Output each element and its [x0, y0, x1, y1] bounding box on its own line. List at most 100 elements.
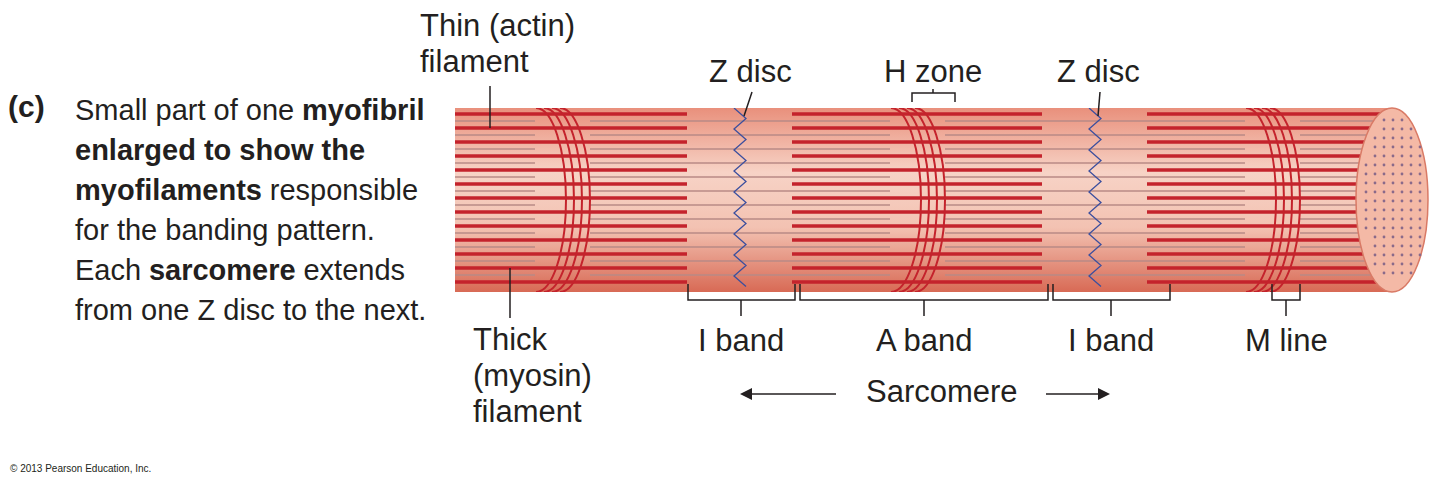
band-label: M line	[1245, 323, 1328, 359]
leader-line	[744, 92, 752, 116]
filament-end-dot	[1401, 191, 1404, 194]
thin-filament	[945, 274, 1245, 276]
filament-end-dot	[1383, 263, 1386, 266]
filament-end-dot	[1410, 164, 1413, 167]
filament-end-dot	[1401, 218, 1404, 221]
filament-end-dot	[1383, 137, 1386, 140]
filament-end-dot	[1383, 236, 1386, 239]
m-line-arc	[899, 108, 929, 292]
filament-end-dot	[1419, 236, 1422, 239]
m-line-arc	[560, 108, 590, 292]
filament-end-dot	[1365, 200, 1368, 203]
filament-end-dot	[1392, 137, 1395, 140]
thin-filament	[590, 246, 890, 248]
filament-end-dot	[1383, 272, 1386, 275]
thin-filament	[945, 148, 1245, 150]
filament-end-dot	[1392, 209, 1395, 212]
filament-end-dot	[1401, 128, 1404, 131]
panel-letter: (c)	[8, 90, 45, 125]
thick-filament	[792, 196, 1042, 200]
thin-filament	[945, 246, 1245, 248]
bracket	[912, 89, 955, 102]
m-line-arc	[1246, 108, 1276, 292]
filament-end-dot	[1383, 209, 1386, 212]
filament-end-dot	[1365, 182, 1368, 185]
filament-end-dot	[1392, 173, 1395, 176]
band-label: I band	[1068, 323, 1154, 359]
filament-end-dot	[1419, 245, 1422, 248]
filament-end-dot	[1401, 155, 1404, 158]
thick-filament	[1147, 280, 1397, 284]
thick-filament	[1147, 266, 1397, 270]
filament-end-dot	[1392, 200, 1395, 203]
filament-end-dot	[1374, 209, 1377, 212]
filament-end-dot	[1374, 191, 1377, 194]
z-disc-zigzag	[1089, 108, 1101, 287]
sarcomere-label: Sarcomere	[866, 374, 1018, 410]
filament-end-dot	[1392, 254, 1395, 257]
m-line-arc	[1270, 108, 1300, 292]
thick-filament	[792, 168, 1042, 172]
leader-lines	[490, 86, 1300, 394]
filament-end-dot	[1374, 137, 1377, 140]
thin-filament	[235, 246, 535, 248]
thick-filament	[82, 168, 332, 172]
filament-end-dot	[1410, 155, 1413, 158]
filament-end-dot	[1410, 182, 1413, 185]
filament-end-dot	[1419, 173, 1422, 176]
filament-end-dot	[1419, 200, 1422, 203]
thin-filament	[590, 148, 890, 150]
filament-end-dot	[1419, 191, 1422, 194]
filament-end-dot	[1401, 137, 1404, 140]
part-label: Z disc	[1057, 54, 1140, 90]
filament-end-dot	[1374, 173, 1377, 176]
filament-end-dot	[1383, 182, 1386, 185]
filament-end-dot	[1419, 164, 1422, 167]
thick-filament	[437, 280, 687, 284]
filament-end-dot	[1392, 272, 1395, 275]
filament-end-dot	[1410, 209, 1413, 212]
thin-filament	[590, 232, 890, 234]
filament-end-dot	[1383, 119, 1386, 122]
filament-end-dot	[1401, 254, 1404, 257]
thick-filament	[1147, 252, 1397, 256]
copyright-note: © 2013 Pearson Education, Inc.	[10, 463, 151, 475]
thin-filament	[590, 120, 890, 122]
filament-end-dot	[1374, 200, 1377, 203]
filament-end-dot	[1419, 146, 1422, 149]
thick-filament	[792, 266, 1042, 270]
filament-end-dot	[1383, 254, 1386, 257]
filament-end-dot	[1392, 182, 1395, 185]
thick-filament	[792, 280, 1042, 284]
arrowhead	[1098, 388, 1110, 400]
thick-filament	[437, 210, 687, 214]
filament-end-dot	[1374, 155, 1377, 158]
filament-end-dot	[1401, 227, 1404, 230]
filament-end-dot	[1419, 155, 1422, 158]
cut-end-face	[1356, 108, 1428, 292]
filament-end-dot	[1383, 218, 1386, 221]
filament-end-dot	[1419, 227, 1422, 230]
filament-end-dot	[1383, 200, 1386, 203]
thin-filament	[590, 274, 890, 276]
z-disc-zigzag	[734, 108, 746, 287]
m-line-arc	[1262, 108, 1292, 292]
filament-end-dot	[1383, 155, 1386, 158]
filament-end-dot	[1365, 173, 1368, 176]
leader-line	[509, 268, 511, 318]
filament-end-dot	[1365, 227, 1368, 230]
thin-filament	[945, 204, 1245, 206]
m-line-arc	[544, 108, 574, 292]
thick-filament	[792, 224, 1042, 228]
part-label: Z disc	[709, 54, 792, 90]
filament-end-dot	[1392, 128, 1395, 131]
filament-end-dot	[1392, 191, 1395, 194]
thick-filament	[82, 210, 332, 214]
filament-end-dot	[1374, 164, 1377, 167]
filament-end-dot	[1410, 254, 1413, 257]
thick-filament	[437, 140, 687, 144]
filament-end-dot	[1401, 200, 1404, 203]
filament-end-dot	[1392, 164, 1395, 167]
filament-end-dot	[1410, 173, 1413, 176]
filament-end-dot	[1374, 236, 1377, 239]
